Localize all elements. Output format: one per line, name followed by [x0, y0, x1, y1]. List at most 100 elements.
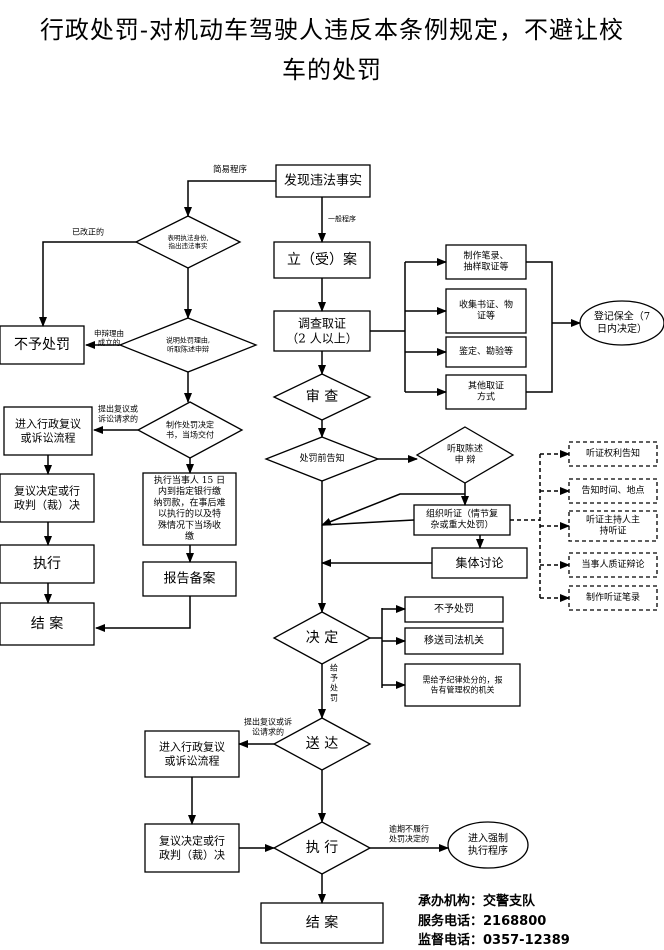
investigate-node-text-1: 调查取证 — [298, 317, 346, 331]
footer-agency: 承办机构：交警支队 — [418, 894, 536, 909]
pay-node-text-2: 内到指定银行缴 — [158, 485, 221, 497]
close-bottom-node — [260, 902, 384, 944]
evidence-other-node-text-1: 其他取证 — [468, 379, 504, 391]
hearing-step-notify-node-text: 听证权利告知 — [586, 447, 640, 459]
evidence-appraisal-node-text: 鉴定、勘验等 — [459, 345, 513, 357]
judgment-bottom-node-text-1: 复议决定或行 — [159, 834, 225, 848]
enforce-node-text-2: 执行程序 — [468, 844, 508, 857]
discover-node-text: 发现违法事实 — [284, 173, 362, 189]
label-give-penalty-text-1: 给 — [330, 663, 338, 673]
label-defense-valid-text-2: 成立的 — [98, 337, 121, 347]
footer-supervise-phone: 监督电话：0357-12389 — [418, 933, 570, 948]
close-left-node-text: 结 案 — [31, 615, 63, 632]
explain-node-text-2: 听取陈述申辩 — [167, 344, 209, 353]
no-penalty-right-node — [404, 596, 504, 623]
label-corrected-text: 已改正的 — [72, 227, 104, 237]
edge-simple — [184, 180, 276, 217]
evidence-record-node-text-2: 抽样取证等 — [463, 261, 508, 273]
pre-notice-node-text: 处罚前告知 — [299, 452, 344, 464]
label-defense-valid-text-1: 申辩理由 — [94, 328, 124, 338]
close-bottom-node-text: 结 案 — [306, 914, 338, 931]
register-node — [273, 241, 371, 279]
transfer-node-text: 移送司法机关 — [424, 634, 484, 647]
hearing-step-time-node-text: 告知时间、地点 — [581, 484, 644, 496]
hearing-node-text-2: 杂或重大处罚） — [430, 519, 493, 531]
decision-book-node-text-1: 制作处罚决定 — [166, 420, 214, 430]
close-left-node — [0, 602, 95, 646]
hearing-step-debate-node — [568, 552, 658, 578]
page-title-line1: 行政处罚-对机动车驾驶人违反本条例规定，不避让校 — [39, 16, 625, 44]
edge-hear-back — [321, 493, 465, 526]
label-give-penalty-text-3: 处 — [330, 683, 338, 693]
hearing-step-host-node-text-2: 持听证 — [599, 525, 626, 537]
discipline-node — [404, 663, 521, 707]
evidence-other-node-text-2: 方式 — [477, 391, 495, 403]
judgment-left-top-node-text-1: 复议决定或行 — [14, 484, 80, 498]
hearing-step-host-node-text-1: 听证主持人主 — [586, 513, 640, 525]
evidence-documents-node-text-1: 收集书证、物 — [459, 298, 513, 310]
evidence-appraisal-node — [445, 336, 527, 368]
page-title-line2: 车的处罚 — [282, 56, 382, 84]
label-general-procedure-text: 一般程序 — [328, 214, 356, 223]
explain-node-text-1: 说明处罚理由, — [166, 336, 210, 345]
hearing-step-notify-node — [568, 441, 658, 467]
hear-statement-node-text-2: 申 辩 — [455, 454, 476, 466]
evidence-documents-node — [445, 288, 527, 334]
pay-node-text-3: 纳罚款，在事后难 — [153, 496, 225, 508]
discipline-node-text-2: 告有管理权的机关 — [431, 685, 495, 695]
label-overdue-text-2: 处罚决定的 — [389, 834, 429, 844]
transfer-node — [404, 627, 504, 655]
simple-check-node-text-2: 指出违法事实 — [169, 241, 209, 250]
label-give-penalty-text-4: 罚 — [330, 694, 338, 703]
pay-node-text-4: 以执行的以及特 — [158, 508, 221, 520]
pay-node-text-1: 执行当事人 15 日 — [154, 474, 225, 486]
register-node-text: 立（受）案 — [287, 251, 357, 268]
investigate-node-text-2: （2 人以上） — [286, 332, 357, 346]
pay-node — [142, 472, 237, 546]
discover-node — [275, 164, 371, 198]
footer-service-phone: 服务电话：2168800 — [418, 914, 547, 929]
label-simple-procedure-text: 简易程序 — [213, 164, 248, 175]
enforce-node-text-1: 进入强制 — [468, 831, 508, 844]
edge-corrected — [39, 241, 136, 327]
evidence-record-node — [445, 244, 527, 280]
no-penalty-right-node-text: 不予处罚 — [434, 603, 474, 615]
edge-evidence-collect — [526, 261, 553, 393]
deliver-node-text: 送 达 — [306, 736, 338, 752]
judgment-bottom-node-text-2: 政判（裁）决 — [159, 847, 225, 861]
evidence-documents-node-text-2: 证等 — [477, 310, 495, 322]
hearing-step-record-node — [568, 585, 658, 611]
label-apply-review-2-text-2: 讼请求的 — [252, 727, 284, 737]
hearing-node-text-1: 组织听证（情节复 — [426, 507, 498, 519]
simple-check-node-text-1: 表明执法身份, — [167, 233, 208, 242]
decide-node-text: 决 定 — [306, 630, 338, 646]
pay-node-text-6: 缴 — [185, 530, 194, 542]
execute-left-node — [0, 544, 95, 584]
review-left-top-node-text-1: 进入行政复议 — [15, 417, 81, 431]
decision-book-node-text-2: 书，当场交付 — [166, 430, 214, 440]
label-apply-review-2-text-1: 提出复议或诉 — [244, 717, 292, 727]
review-bottom-node-text-1: 进入行政复议 — [159, 740, 225, 754]
execute-bottom-node-text: 执 行 — [306, 840, 338, 856]
review-bottom-node-text-2: 或诉讼流程 — [165, 753, 220, 767]
execute-left-node-text: 执行 — [33, 556, 61, 572]
report-node-text: 报告备案 — [163, 571, 215, 587]
investigate-node — [273, 310, 371, 352]
no-penalty-left-node-text: 不予处罚 — [14, 337, 70, 353]
judgment-left-top-node-text-2: 政判（裁）决 — [14, 497, 80, 511]
preserve-node-text-2: 日内决定） — [597, 322, 647, 335]
collective-node-text: 集体讨论 — [455, 555, 503, 570]
hearing-step-time-node — [568, 478, 658, 504]
review-bottom-node — [144, 730, 240, 778]
review-node-text: 审 查 — [306, 389, 338, 405]
review-left-top-node-text-2: 或诉讼流程 — [21, 430, 76, 444]
no-penalty-left-node — [0, 325, 85, 365]
review-left-top-node — [3, 406, 93, 456]
preserve-node-text-1: 登记保全（7 — [594, 309, 650, 322]
hearing-step-record-node-text: 制作听证笔录 — [586, 591, 640, 603]
edge-report-close — [95, 596, 191, 632]
hearing-step-debate-node-text: 当事人质证辩论 — [581, 558, 644, 570]
label-apply-review-1-text-1: 提出复议或 — [98, 404, 138, 414]
label-give-penalty-text-2: 予 — [330, 674, 338, 683]
